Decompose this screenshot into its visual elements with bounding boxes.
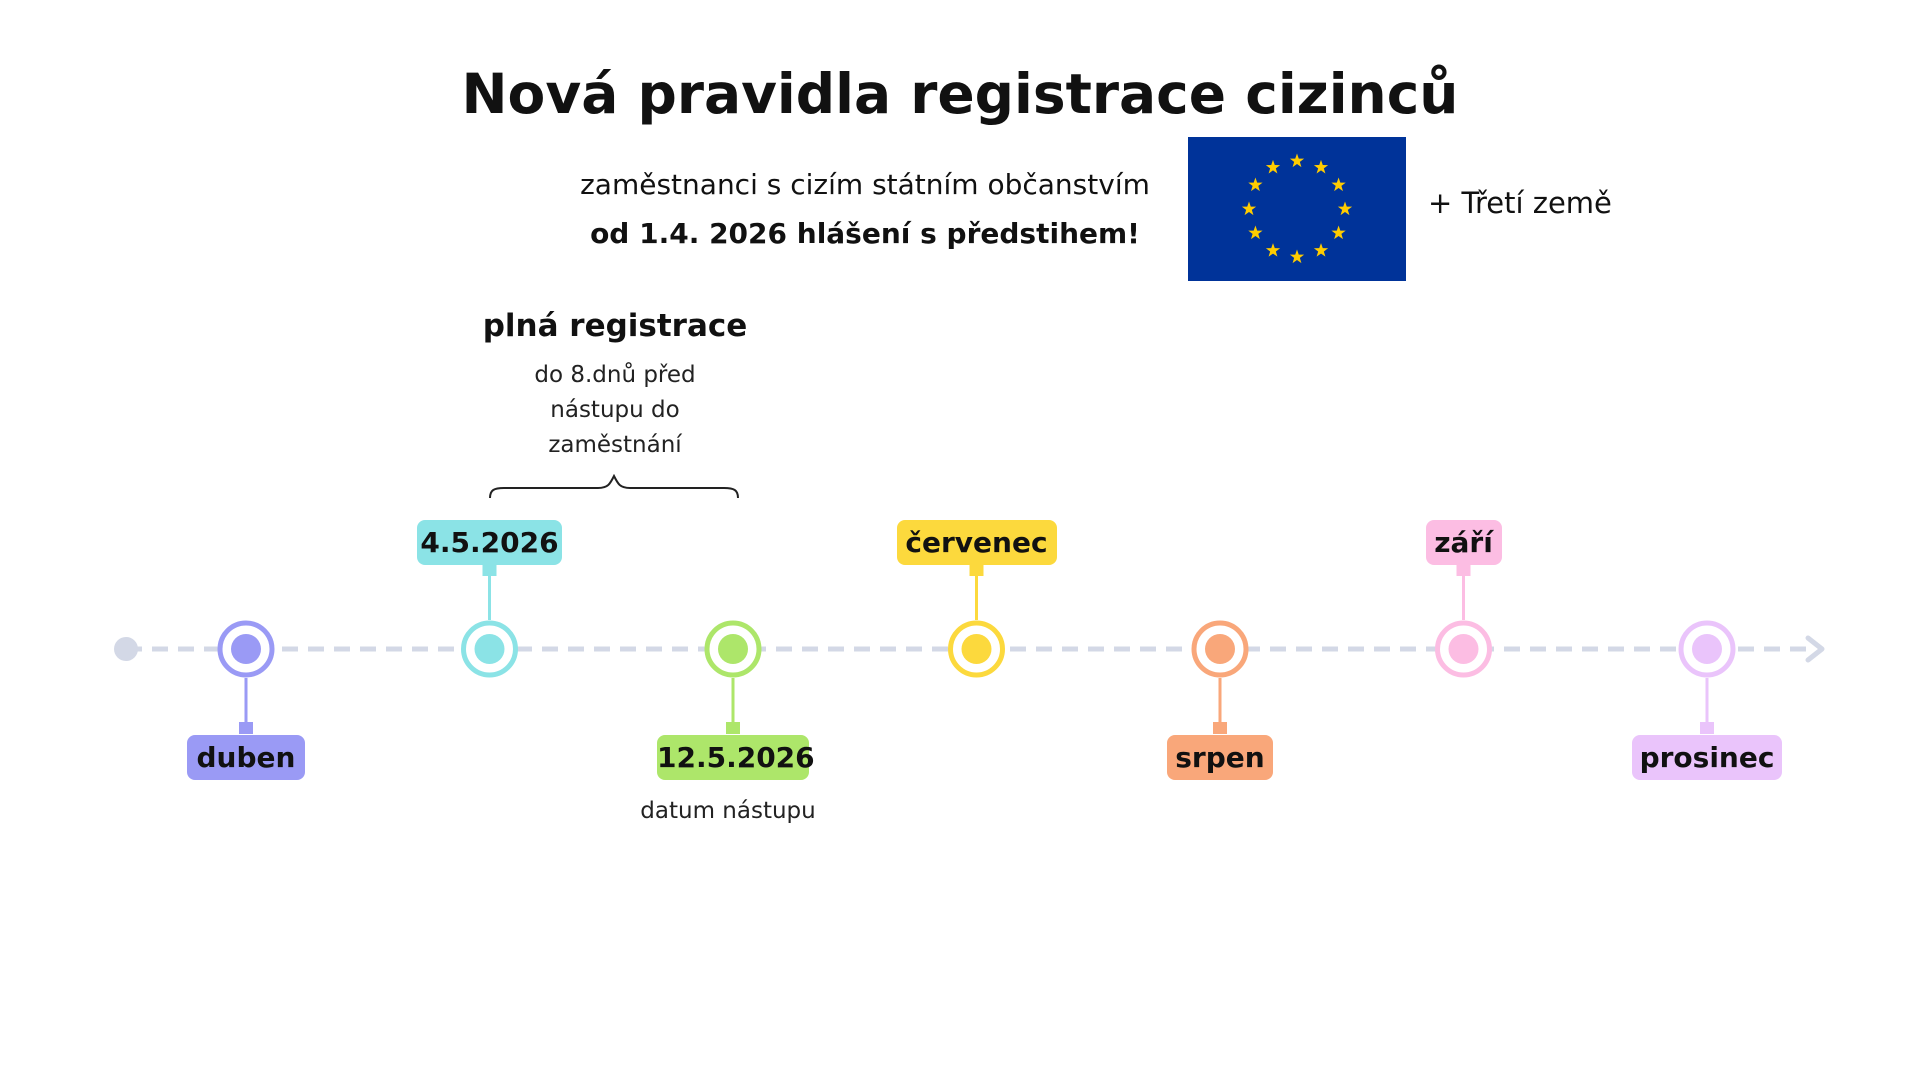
milestone-label: srpen [1167,735,1273,780]
milestone-dot [1448,634,1479,664]
milestone-label: prosinec [1632,735,1782,780]
milestone-dot [231,634,261,664]
arrow-right-icon [1805,635,1825,663]
eu-star-icon [1248,177,1263,192]
registration-description: do 8.dnů před nástupu do zaměstnání [480,358,750,463]
eu-flag-icon [1188,137,1406,281]
milestone-label: duben [187,735,305,780]
eu-star-icon [1248,225,1263,240]
eu-star-icon [1289,249,1305,264]
milestone-label: 4.5.2026 [417,520,562,565]
eu-star-icon [1313,243,1329,257]
eu-star-icon [1331,177,1346,192]
curly-brace-icon [489,474,739,499]
milestone-dot [1692,634,1722,664]
page-title: Nová pravidla registrace cizinců [461,62,1459,126]
milestone-dot [961,634,992,664]
eu-star-icon [1331,225,1346,240]
milestone-dot [474,634,505,664]
milestone-label: červenec [896,520,1057,565]
milestone-connector [726,722,740,734]
milestone-connector [1700,722,1714,734]
milestone-connector [239,722,253,734]
registration-line-1: do 8.dnů před [534,362,696,388]
eu-star-icon [1265,159,1281,174]
milestone-connector [1456,564,1471,576]
timeline-start-dot [114,637,138,661]
milestone-connector [482,564,497,576]
subtitle-employees: zaměstnanci s cizím státním občanstvím [580,168,1150,201]
eu-star-icon [1337,201,1353,216]
eu-star-icon [1265,243,1281,257]
milestone-connector [969,564,984,576]
subtitle-deadline: od 1.4. 2026 hlášení s předstihem! [590,217,1140,250]
registration-line-2: nástupu do [550,397,680,423]
start-date-caption: datum nástupu [640,798,816,824]
eu-star-icon [1289,153,1305,168]
third-countries-label: + Třetí země [1428,186,1612,220]
milestone-dot [718,634,748,664]
eu-star-icon [1313,159,1329,174]
milestone-connector [1213,722,1227,734]
eu-star-icon [1241,201,1257,216]
registration-title: plná registrace [482,308,748,344]
milestone-label: 12.5.2026 [657,735,815,780]
milestone-label: září [1425,520,1502,565]
registration-line-3: zaměstnání [548,432,682,458]
milestone-dot [1205,634,1235,664]
